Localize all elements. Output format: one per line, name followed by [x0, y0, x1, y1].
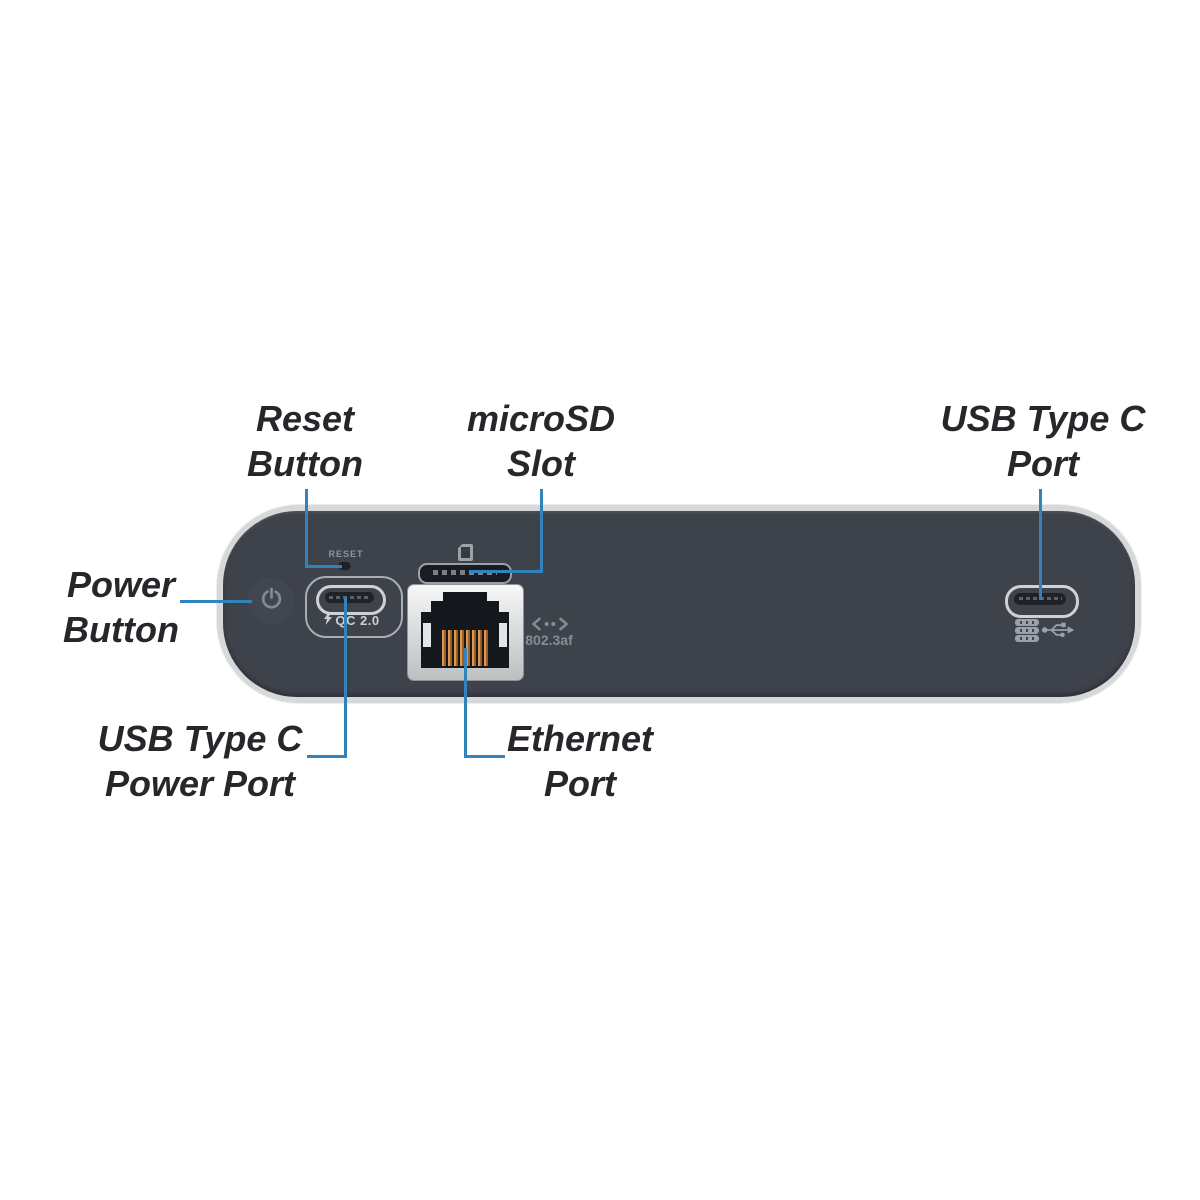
callout-line-ethernet-vertical — [464, 648, 467, 758]
usbc-power-port-label: USB Type C Power Port — [97, 718, 303, 804]
callout-line-reset-vertical — [305, 489, 308, 568]
usbc-power-port-outline — [305, 576, 403, 638]
quick-charge-label: QC 2.0 — [317, 611, 387, 629]
callout-line-reset-horizontal — [305, 565, 342, 568]
usbc-port-label: USB Type C Port — [940, 398, 1146, 484]
power-button — [248, 578, 294, 624]
usb-trident-icon — [1041, 619, 1075, 646]
quick-charge-text: QC 2.0 — [335, 612, 380, 628]
callout-line-microsd-vertical — [540, 489, 543, 573]
ethernet-clip-right — [499, 623, 507, 647]
lightning-icon — [324, 612, 333, 628]
callout-line-usbc-port — [1039, 489, 1042, 600]
poe-standard-label: 802.3af — [525, 632, 573, 648]
reset-button-label: Reset Button — [247, 398, 363, 484]
ethernet-port-label: Ethernet Port — [506, 718, 654, 804]
power-icon — [259, 586, 284, 616]
microsd-slot-contacts — [433, 570, 497, 575]
microsd-slot-label: microSD Slot — [466, 398, 616, 484]
sd-card-icon — [458, 544, 473, 561]
usbc-power-port-contacts — [329, 596, 370, 599]
left-right-arrows-icon — [531, 617, 569, 636]
callout-line-usbc-power-vertical — [344, 597, 347, 758]
power-button-label: Power Button — [63, 564, 179, 650]
callout-line-ethernet-horizontal — [464, 755, 505, 758]
ethernet-cavity-mid — [431, 601, 499, 615]
reset-silkscreen-text: RESET — [328, 549, 364, 559]
ethernet-clip-left — [423, 623, 431, 647]
stacked-bars-icon — [1015, 619, 1039, 644]
reset-pinhole — [338, 562, 351, 571]
callout-line-microsd-horizontal — [470, 570, 543, 573]
callout-line-usbc-power-horizontal — [307, 755, 347, 758]
callout-line-power — [180, 600, 252, 603]
